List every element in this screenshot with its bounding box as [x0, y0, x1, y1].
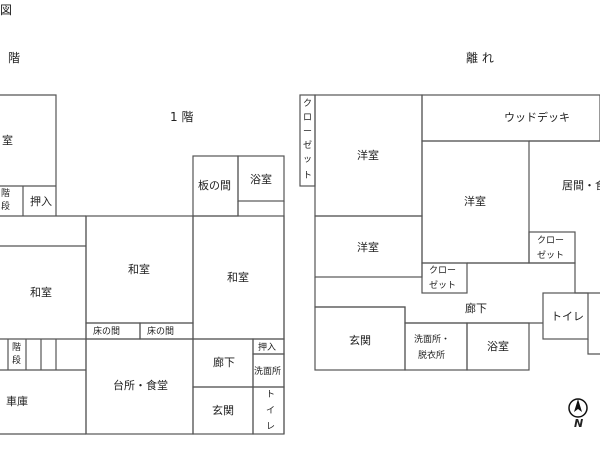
label-yoshitsu-1: 洋室 [357, 148, 379, 162]
label-itanoma: 板の間 [198, 178, 231, 192]
label-yoshitsu-3: 洋室 [357, 240, 379, 254]
label-toilet: トイレ [266, 390, 275, 432]
north-label: N [574, 417, 583, 430]
label-closet-right: クローゼット [537, 235, 564, 261]
label-stair-top: 階段 [1, 188, 10, 212]
label-hallway: 廊下 [213, 355, 235, 369]
label-washitsu-right: 和室 [227, 270, 249, 284]
room-toilet-annex [542, 292, 589, 340]
label-closet-vertical: クロー ゼット [303, 98, 315, 181]
annex-plan [299, 94, 600, 371]
label-washitsu-center: 和室 [128, 262, 150, 276]
label-hallway-annex: 廊下 [465, 301, 487, 315]
label-wood-deck: ウッドデッキ [504, 110, 570, 124]
room-bath [237, 155, 285, 202]
wall [467, 262, 600, 294]
label-bath: 浴室 [250, 172, 272, 186]
label-oshiire-top: 押入 [30, 194, 52, 208]
room-bath-annex [466, 322, 530, 371]
title-fragment: 図 [0, 3, 12, 17]
room-toilet [252, 386, 285, 435]
main-floor-heading: 階 [8, 50, 20, 65]
label-stair-bottom: 階段 [12, 342, 21, 366]
label-living: 居間・食 [562, 178, 600, 192]
first-floor-heading: 1 階 [170, 109, 193, 124]
label-entrance-annex: 玄関 [349, 333, 371, 347]
label-washroom-annex: 洗面所・脱衣所 [414, 333, 450, 361]
label-closet-mid: クローゼット [429, 265, 456, 291]
label-washroom: 洗面所 [254, 365, 281, 377]
annex-heading: 離 れ [466, 51, 494, 65]
label-entrance: 玄関 [212, 403, 234, 417]
north-arrow-icon: N [568, 398, 588, 430]
room-washroom-annex [404, 322, 468, 371]
room-washitsu-top [0, 94, 57, 216]
main-house-plan [0, 94, 285, 435]
label-washitsu-top: 室 [2, 133, 13, 147]
label-oshiire: 押入 [258, 341, 276, 353]
room-yoshitsu-3 [314, 215, 423, 278]
label-kitchen-dining: 台所・食堂 [113, 378, 168, 392]
label-yoshitsu-2: 洋室 [464, 194, 486, 208]
closet-mid [421, 262, 468, 294]
label-bath-annex: 浴室 [487, 339, 509, 353]
label-tokonoma-2: 床の間 [147, 325, 174, 337]
label-washitsu-left: 和室 [30, 285, 52, 299]
label-tokonoma-1: 床の間 [93, 325, 120, 337]
label-toilet-annex: トイレ [551, 310, 584, 323]
label-garage: 車庫 [6, 394, 28, 408]
wall [587, 339, 600, 355]
